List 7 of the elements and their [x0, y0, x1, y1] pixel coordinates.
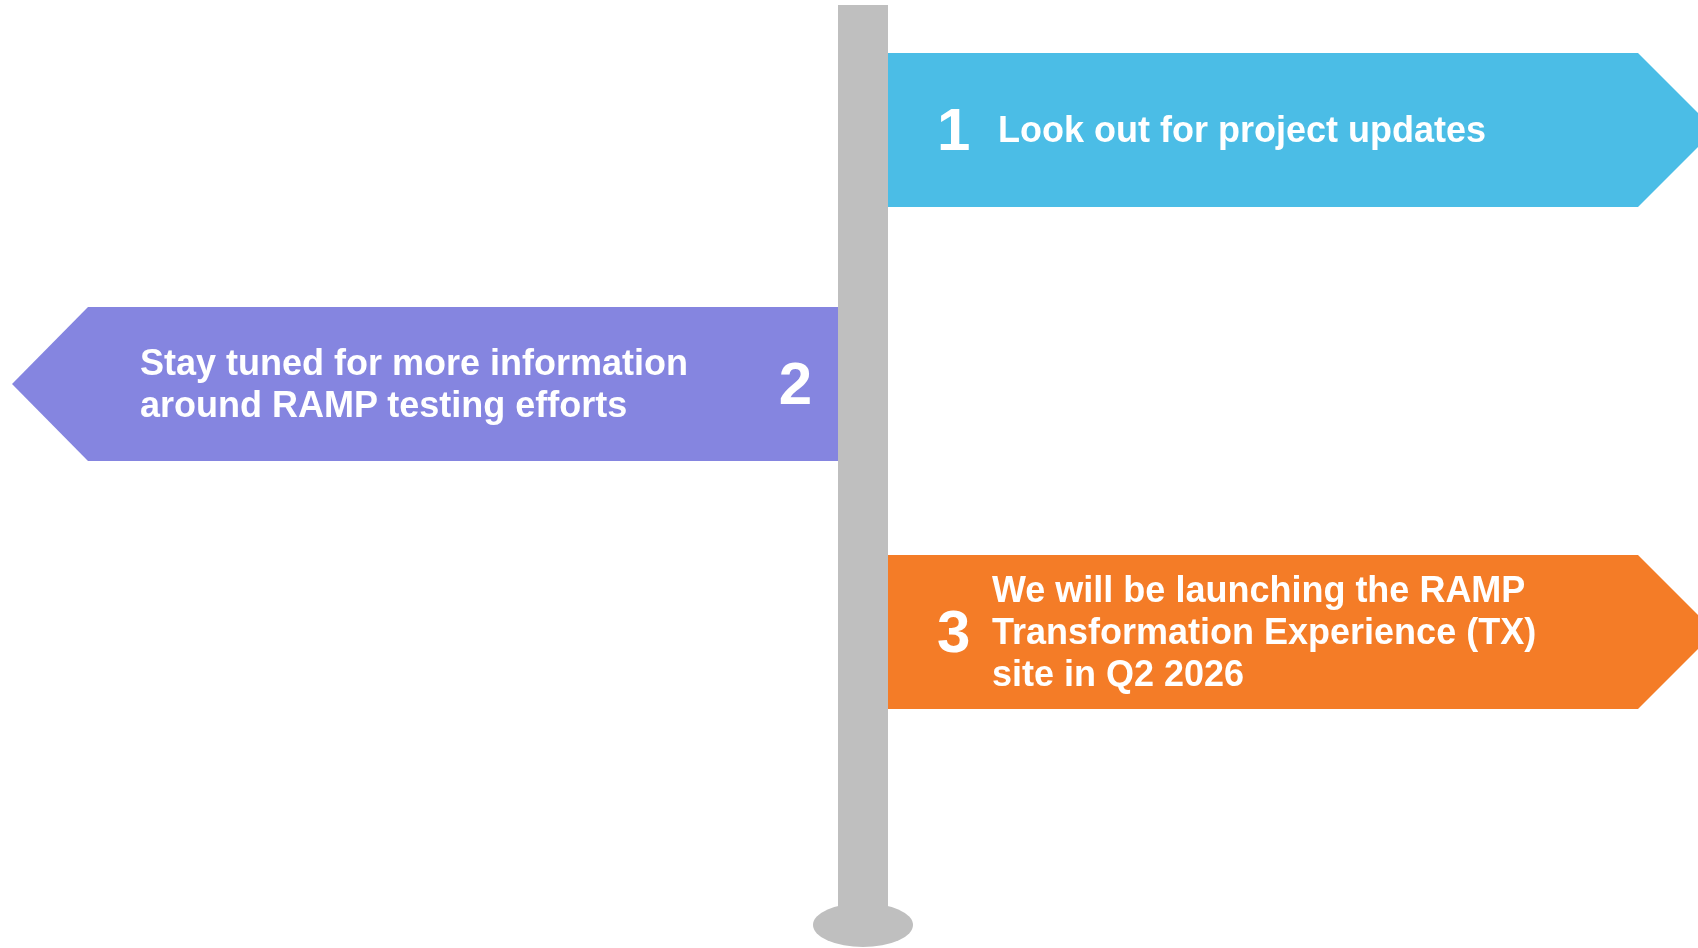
step-number: 2	[778, 354, 812, 414]
step-number: 1	[937, 100, 971, 160]
step-number: 3	[937, 602, 971, 662]
sign-text: We will be launching the RAMP Transformation Experience (TX) site in Q2 2026	[992, 569, 1538, 695]
sign-text: Stay tuned for more information around RAMP testing efforts	[140, 342, 690, 426]
signpost-arrow	[12, 307, 838, 461]
sign-text: Look out for project updates	[998, 109, 1487, 151]
